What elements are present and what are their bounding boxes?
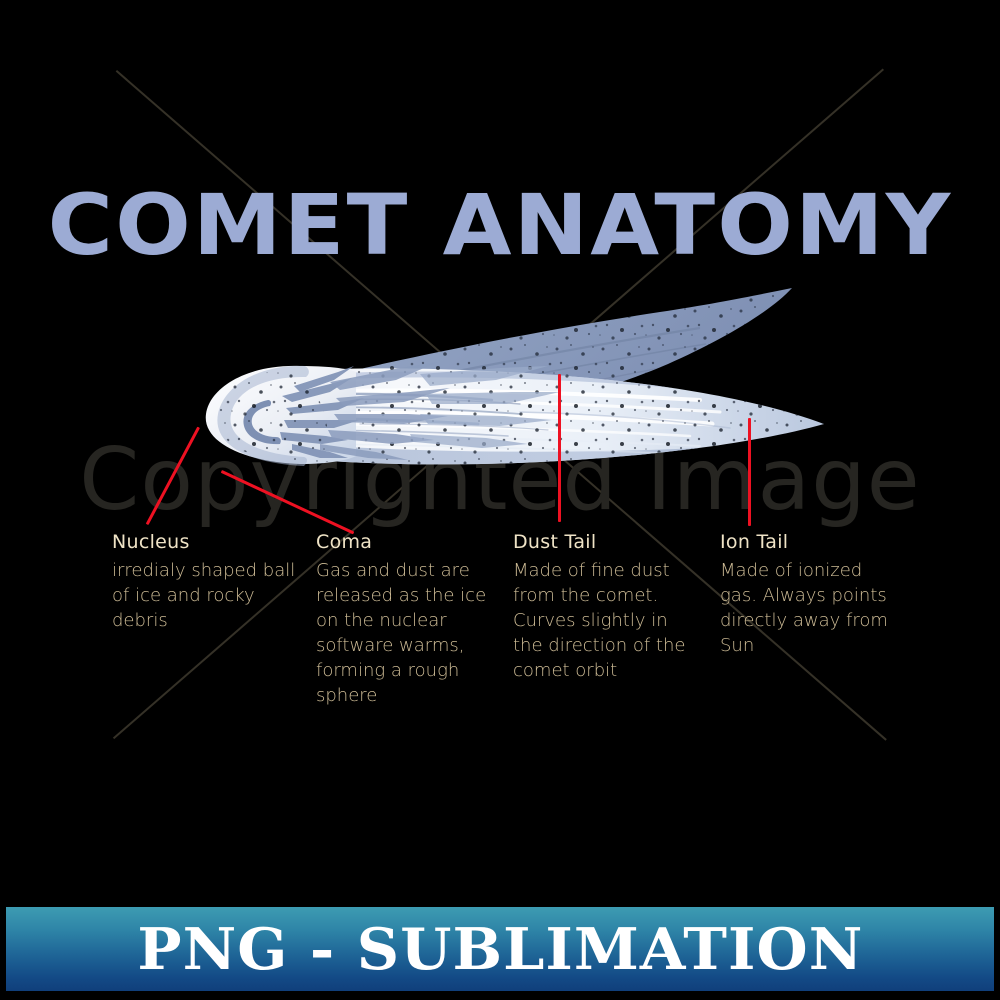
label-nucleus-heading: Nucleus [112,531,190,553]
banner-separator [0,890,1000,907]
label-ion-tail-heading: Ion Tail [720,531,789,553]
page-title-text: COMET ANATOMY [47,176,953,274]
label-ion-tail: Ion Tail Made of ionized gas. Always poi… [720,531,900,658]
label-coma: Coma Gas and dust are released as the ic… [316,531,504,708]
label-nucleus-body: irredialy shaped ball of ice and rocky d… [112,560,296,631]
sublimation-banner: PNG - SUBLIMATION [6,907,994,991]
comet-dust-tail-shape [250,288,792,440]
label-dust-tail-heading: Dust Tail [513,531,597,553]
label-coma-heading: Coma [316,531,373,553]
label-nucleus: Nucleus irredialy shaped ball of ice and… [112,531,307,633]
pointer-line-dust-tail [558,374,561,522]
comet-nucleus-head [205,362,560,466]
label-ion-tail-body: Made of ionized gas. Always points direc… [720,560,888,656]
pointer-line-ion-tail [748,418,751,526]
page-title: COMET ANATOMY [0,176,1000,274]
label-coma-body: Gas and dust are released as the ice on … [316,560,487,706]
comet-ion-tail-shape [218,368,824,465]
label-dust-tail: Dust Tail Made of fine dust from the com… [513,531,699,683]
label-dust-tail-body: Made of fine dust from the comet. Curves… [513,560,686,681]
pointer-line-coma [220,470,355,535]
banner-text: PNG - SUBLIMATION [137,915,863,983]
pointer-line-nucleus [145,426,200,526]
